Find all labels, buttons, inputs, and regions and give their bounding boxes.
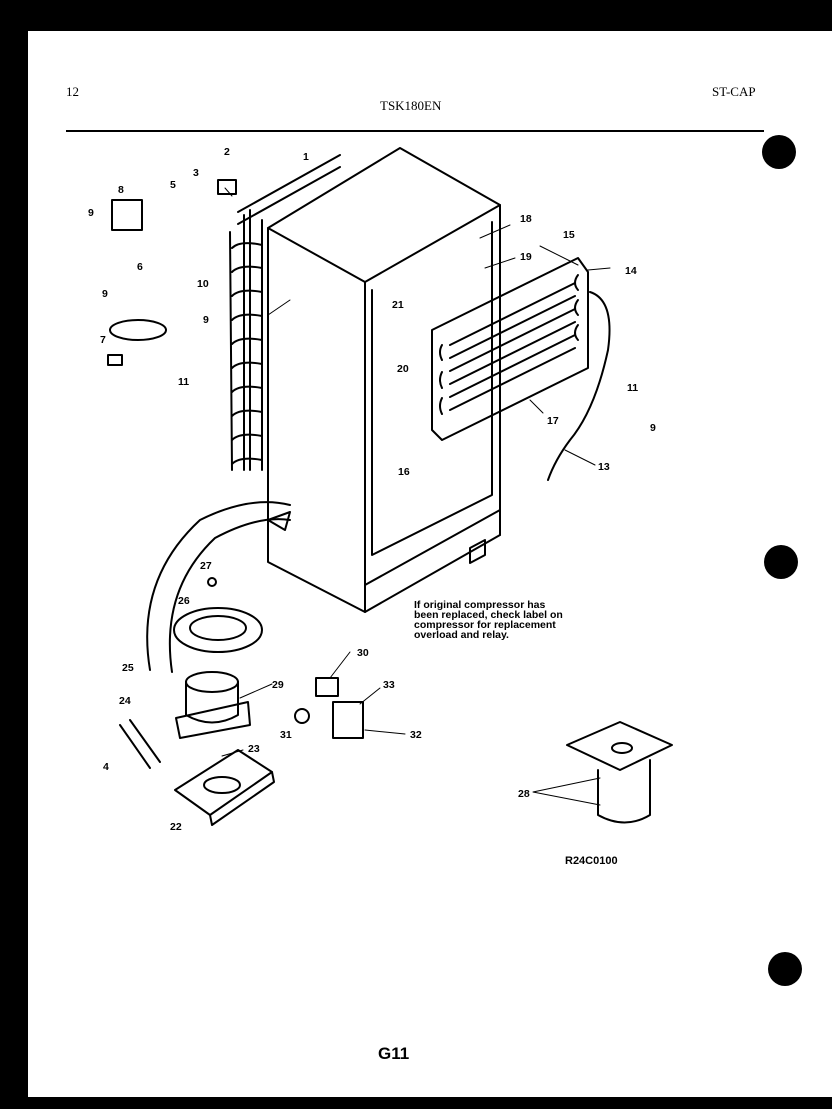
callout-6: 6 (137, 261, 143, 273)
callout-9b: 9 (102, 288, 108, 300)
relay (315, 677, 339, 697)
callout-27: 27 (200, 560, 212, 572)
note-line: been replaced, check label on (414, 609, 563, 621)
binder-hole-bottom (768, 952, 802, 986)
callout-18: 18 (520, 213, 532, 225)
drier (119, 719, 161, 769)
callout-16: 16 (398, 466, 410, 478)
note-line: If original compressor has (414, 599, 546, 611)
callout-9a: 9 (88, 207, 94, 219)
callout-29: 29 (272, 679, 284, 691)
callout-24: 24 (119, 695, 131, 707)
reference-code: R24C0100 (565, 855, 618, 867)
tube (547, 291, 611, 481)
compressor (175, 671, 251, 739)
binder-hole-middle (764, 545, 798, 579)
compressor-note: If original compressor has been replaced… (414, 599, 614, 641)
mounting-bracket (174, 749, 275, 826)
bracket-8 (111, 199, 143, 231)
callout-20: 20 (397, 363, 409, 375)
callout-labels: 1 2 3 4 5 6 7 8 9 9 9 9 10 11 11 13 14 1… (88, 146, 656, 833)
overload (332, 701, 364, 739)
callout-10: 10 (197, 278, 209, 290)
callout-4: 4 (103, 761, 109, 773)
callout-21: 21 (392, 299, 404, 311)
parts-sheet (28, 31, 832, 1097)
callout-19: 19 (520, 251, 532, 263)
note-line: compressor for replacement (414, 619, 556, 631)
grommet-inner (189, 615, 247, 641)
callout-31: 31 (280, 729, 292, 741)
header-rule (66, 130, 764, 132)
callout-33: 33 (383, 679, 395, 691)
leader-lines (221, 187, 611, 806)
callout-2: 2 (224, 146, 230, 158)
diagram-code: ST-CAP (712, 84, 756, 99)
callout-30: 30 (357, 647, 369, 659)
callout-11b: 11 (627, 382, 638, 394)
power-cord (109, 319, 167, 341)
cabinet (267, 147, 501, 613)
callout-7: 7 (100, 334, 106, 346)
note-line: overload and relay. (414, 629, 509, 641)
drain-hose-edge (168, 518, 291, 673)
grommet-tray (173, 607, 263, 653)
page-label: G11 (378, 1044, 410, 1063)
callout-13: 13 (598, 461, 610, 473)
callout-28: 28 (518, 788, 530, 800)
drain-arrow (267, 511, 291, 531)
callout-17: 17 (547, 415, 559, 427)
callout-8: 8 (118, 184, 124, 196)
callout-9c: 9 (203, 314, 209, 326)
callout-26: 26 (178, 595, 190, 607)
callout-25: 25 (122, 662, 134, 674)
callout-9d: 9 (650, 422, 656, 434)
page-number: 12 (66, 84, 79, 99)
callout-5: 5 (170, 179, 176, 191)
callout-11a: 11 (178, 376, 189, 388)
condenser-coil (229, 154, 341, 471)
cord-plug (107, 354, 123, 366)
callout-3: 3 (193, 167, 199, 179)
bracket-2 (217, 179, 237, 195)
drain-hose (146, 501, 291, 671)
model-number: TSK180EN (380, 98, 442, 113)
inset-compressor (566, 721, 673, 824)
grommet-stem (207, 577, 217, 587)
evaporator (431, 257, 589, 441)
callout-32: 32 (410, 729, 422, 741)
callout-22: 22 (170, 821, 182, 833)
binder-hole-top (762, 135, 796, 169)
cap (294, 708, 310, 724)
callout-23: 23 (248, 743, 260, 755)
callout-15: 15 (563, 229, 575, 241)
callout-14: 14 (625, 265, 637, 277)
callout-1: 1 (303, 151, 309, 163)
